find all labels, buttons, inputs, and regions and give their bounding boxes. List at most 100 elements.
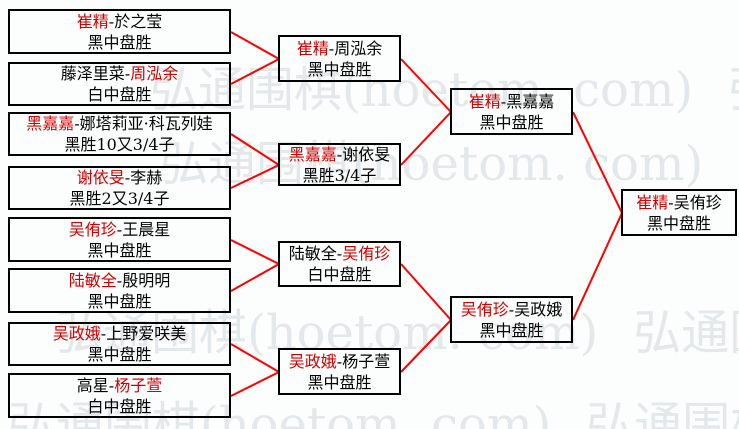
match-box-sf-2: 吴侑珍-吴政娥 黑中盘胜 [450,296,573,343]
match-result: 黑中盘胜 [87,291,152,311]
watermark-text: 弘通围棋(hoetom. com) [150,62,694,118]
match-result: 黑中盘胜 [87,32,152,52]
match-box-r1-7: 吴政娥-上野爱咲美 黑中盘胜 [8,322,231,366]
player-name: 黑嘉嘉 [506,91,555,111]
match-box-final: 崔精-吴侑珍 黑中盘胜 [621,189,737,236]
match-players: 黑嘉嘉-娜塔莉亚·科瓦列娃 [26,113,213,134]
match-result: 黑胜2又3/4子 [69,189,170,208]
name-separator: - [336,351,343,371]
player-name-winner: 陆敏全 [68,270,117,290]
player-name-winner: 吴侑珍 [460,299,509,319]
watermark-text: 弘通围棋(hoetom. com) [633,305,739,361]
connector-line [230,164,280,189]
name-separator: - [124,168,131,187]
connector-line [230,239,280,265]
player-name-winner: 黑嘉嘉 [288,144,337,164]
name-separator: - [336,244,343,263]
player-name: 於之莹 [114,11,163,31]
name-separator: - [116,270,123,290]
player-name-winner: 崔精 [296,38,329,58]
watermark-text: 弘通围棋(hoetom. com) [160,136,704,192]
connector-line [230,31,280,60]
match-box-sf-1: 崔精-黑嘉嘉 黑中盘胜 [450,88,573,135]
player-name: 陆敏全 [288,244,337,263]
match-box-r1-2: 藤泽里菜-周泓余 白中盘胜 [8,62,231,106]
connector-line [230,133,280,166]
player-name: 高星 [76,375,109,395]
name-separator: - [336,144,343,164]
name-separator: - [508,299,515,319]
name-separator: - [124,64,131,83]
player-name-winner: 吴政娥 [288,351,337,371]
name-separator: - [500,91,507,111]
match-result: 黑中盘胜 [646,213,711,233]
connector-line [400,58,452,113]
watermark-text: 弘通围棋(hoetom. com) [586,397,739,429]
match-players: 谢依旻-李赫 [77,167,162,188]
player-name: 藤泽里菜 [60,64,125,83]
connector-line [572,111,623,214]
match-result: 黑中盘胜 [479,112,544,132]
watermark-text: 弘通围棋(hoetom. com) [55,305,599,361]
connector-line [230,371,280,397]
player-name: 周泓余 [334,38,383,58]
connector-line [400,111,452,166]
connector-line [400,319,452,373]
connector-line [572,212,623,321]
match-box-r1-3: 黑嘉嘉-娜塔莉亚·科瓦列娃 黑胜10又3/4子 [8,112,231,156]
name-separator: - [100,324,107,343]
match-players: 黑嘉嘉-谢依旻 [289,144,390,165]
player-name-winner: 吴政娥 [52,324,101,343]
player-name: 谢依旻 [342,144,391,164]
player-name: 上野爱咲美 [106,324,187,343]
player-name-winner: 崔精 [468,91,501,111]
match-box-r2-2: 黑嘉嘉-谢依旻 黑胜3/4子 [278,143,401,186]
name-separator: - [108,11,115,31]
match-result: 黑中盘胜 [87,345,152,364]
match-result: 黑胜3/4子 [302,165,377,185]
name-separator: - [328,38,335,58]
match-players: 吴侑珍-吴政娥 [461,299,562,320]
connector-line [230,343,280,373]
match-box-r1-5: 吴侑珍-王晨星 黑中盘胜 [8,217,231,262]
match-box-r2-4: 吴政娥-杨子萱 黑中盘胜 [278,348,401,395]
connector-line [230,263,280,292]
connector-line [230,58,280,85]
match-result: 黑中盘胜 [307,372,372,392]
name-separator: - [116,219,123,239]
player-name: 殷明明 [122,270,171,290]
match-result: 黑中盘胜 [307,59,372,79]
match-players: 藤泽里菜-周泓余 [61,63,178,84]
match-result: 白中盘胜 [87,85,152,104]
match-box-r2-1: 崔精-周泓余 黑中盘胜 [278,35,401,82]
player-name: 吴侑珍 [673,192,722,212]
match-players: 陆敏全-吴侑珍 [289,243,390,264]
name-separator: - [74,114,80,133]
watermark-row: 弘通围棋(hoetom. com) 弘通围棋(hoetom. com) [8,385,739,429]
player-name-winner: 吴侑珍 [342,244,391,263]
match-players: 吴政娥-杨子萱 [289,351,390,372]
match-players: 崔精-吴侑珍 [636,192,721,213]
match-players: 吴政娥-上野爱咲美 [53,323,186,344]
watermark-text: 弘通围棋(hoetom. com) [8,397,552,429]
player-name-winner: 崔精 [636,192,669,212]
match-players: 吴侑珍-王晨星 [69,219,170,240]
player-name: 李赫 [130,168,163,187]
connector-line [400,263,452,321]
match-box-r1-6: 陆敏全-殷明明 黑中盘胜 [8,268,231,313]
player-name-winner: 黑嘉嘉 [26,114,75,133]
player-name-winner: 周泓余 [130,64,179,83]
player-name-winner: 崔精 [76,11,109,31]
match-result: 黑中盘胜 [479,320,544,340]
match-result: 黑中盘胜 [87,240,152,260]
player-name-winner: 杨子萱 [114,375,163,395]
match-players: 崔精-周泓余 [297,38,382,59]
match-players: 陆敏全-殷明明 [69,270,170,291]
match-box-r1-1: 崔精-於之莹 黑中盘胜 [8,9,231,54]
match-players: 崔精-於之莹 [77,11,162,32]
watermark-text: 弘通围棋(hoetom. com) [728,62,739,118]
player-name: 王晨星 [122,219,171,239]
match-box-r1-4: 谢依旻-李赫 黑胜2又3/4子 [8,166,231,210]
